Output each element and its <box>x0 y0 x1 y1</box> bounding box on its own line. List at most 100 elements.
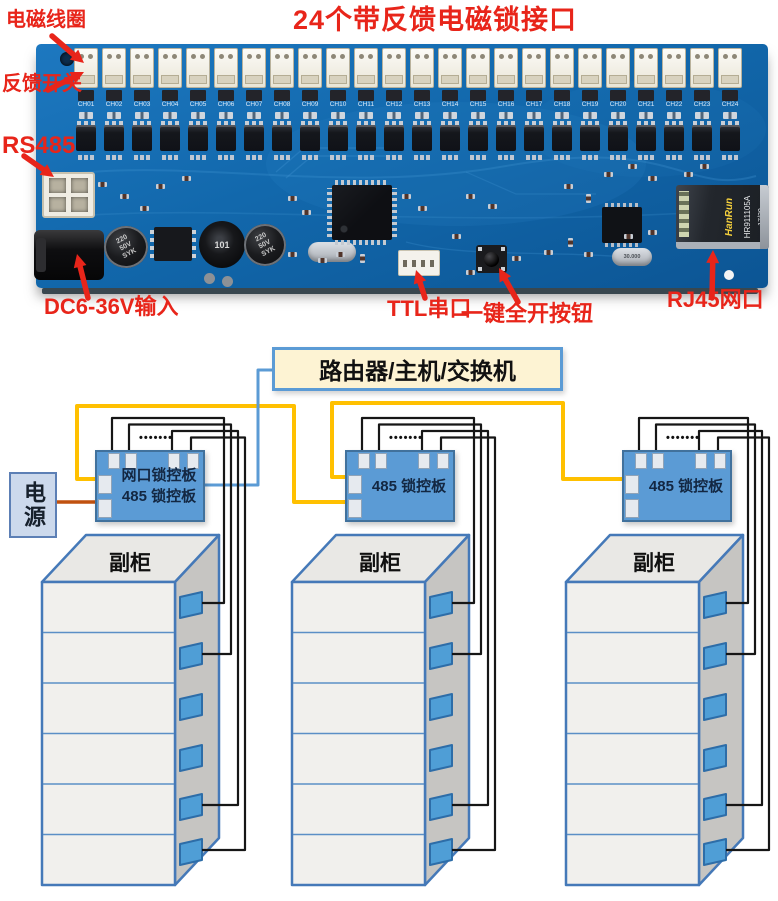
label-ttl-serial: TTL串口 <box>387 296 472 321</box>
smd-resistor <box>288 196 297 201</box>
pad-row <box>666 155 682 160</box>
feedback-part <box>386 90 402 101</box>
smd-resistor <box>604 172 613 177</box>
smd-resistor <box>140 206 149 211</box>
channel-column: CH13 <box>408 44 436 174</box>
lock-square <box>429 693 453 721</box>
all-open-button <box>476 245 507 273</box>
lock-signal-wire <box>439 436 497 852</box>
channel-column: CH24 <box>716 44 744 174</box>
smd-pair <box>163 112 177 119</box>
lock-connector <box>550 48 574 88</box>
rj45-brand-text: HanRun <box>724 197 735 237</box>
smd-resistor <box>648 230 657 235</box>
lock-signal-wire <box>716 436 771 852</box>
smd-pair <box>471 112 485 119</box>
mosfet <box>104 125 124 151</box>
lock-connector <box>522 48 546 88</box>
mosfet <box>692 125 712 151</box>
channel-column: CH10 <box>324 44 352 174</box>
smd-pair <box>107 112 121 119</box>
channel-column: CH07 <box>240 44 268 174</box>
ethernet-transformer <box>602 203 642 247</box>
smd-pair <box>527 112 541 119</box>
pad-row <box>694 155 710 160</box>
ellipsis-dots: ••••••• <box>139 432 173 444</box>
lock-connector <box>634 48 658 88</box>
channel-label: CH05 <box>189 101 207 108</box>
channel-label: CH02 <box>105 101 123 108</box>
mosfet-legs <box>357 121 375 125</box>
mosfet <box>132 125 152 151</box>
feedback-part <box>554 90 570 101</box>
smd-resistor <box>182 176 191 181</box>
feedback-part <box>610 90 626 101</box>
smd-resistor <box>336 252 345 257</box>
smd-resistor <box>318 258 327 263</box>
fiducial-dot <box>724 270 734 280</box>
lock-connector <box>130 48 154 88</box>
pcb-title: 24个带反馈电磁锁接口 <box>292 5 578 35</box>
molex-pin-hole <box>49 197 66 212</box>
channel-column: CH19 <box>576 44 604 174</box>
smd-pair <box>247 112 261 119</box>
mosfet-legs <box>665 121 683 125</box>
rs485-bus-wire-2 <box>330 401 630 481</box>
board-top-connector <box>187 453 199 469</box>
lock-connector <box>606 48 630 88</box>
mosfet <box>552 125 572 151</box>
label-rj45-port: RJ45网口 <box>667 287 764 312</box>
board-side-connector <box>348 475 362 494</box>
ellipsis-dots: ••••••• <box>666 432 700 444</box>
mosfet <box>216 125 236 151</box>
mosfet-legs <box>329 121 347 125</box>
board-side-connector <box>98 475 112 494</box>
smd-resistor <box>544 250 553 255</box>
smd-resistor <box>452 234 461 239</box>
mosfet <box>496 125 516 151</box>
rj45-contacts <box>679 191 689 237</box>
smd-resistor <box>584 252 593 257</box>
crystal-oscillator <box>308 242 356 262</box>
board-label: 485 锁控板 <box>646 452 726 520</box>
lock-connector <box>214 48 238 88</box>
lock-signal-wire <box>189 436 247 852</box>
rj45-jack: HanRun HR911105A 17/20 <box>676 185 769 249</box>
rj45-date-text: 17/20 <box>758 208 765 226</box>
feedback-part <box>442 90 458 101</box>
smd-pair <box>275 112 289 119</box>
channel-label: CH11 <box>357 101 375 108</box>
lock-square <box>703 693 727 721</box>
feedback-part <box>162 90 178 101</box>
mosfet <box>608 125 628 151</box>
pad-row <box>610 155 626 160</box>
channel-column: CH08 <box>268 44 296 174</box>
lock-connector <box>102 48 126 88</box>
smd-pair <box>219 112 233 119</box>
channel-label: CH21 <box>637 101 655 108</box>
smd-pair <box>135 112 149 119</box>
channel-label: CH24 <box>721 101 739 108</box>
channel-label: CH15 <box>469 101 487 108</box>
molex-pin-hole <box>49 178 66 193</box>
channel-column: CH09 <box>296 44 324 174</box>
mosfet-legs <box>609 121 627 125</box>
lock-square <box>703 744 727 772</box>
feedback-part <box>498 90 514 101</box>
mosfet-legs <box>385 121 403 125</box>
lock-square <box>429 591 453 619</box>
mosfet-legs <box>189 121 207 125</box>
mosfet-legs <box>273 121 291 125</box>
channel-label: CH22 <box>665 101 683 108</box>
lock-signal-wire <box>697 429 764 807</box>
channel-column: CH11 <box>352 44 380 174</box>
board-top-connector <box>358 453 370 469</box>
smd-resistor <box>466 194 475 199</box>
feedback-part <box>190 90 206 101</box>
smd-resistor <box>684 172 693 177</box>
board-label-line: 485 锁控板 <box>648 477 724 495</box>
router-box: 路由器/主机/交换机 <box>272 347 563 391</box>
board-top-connector <box>652 453 664 469</box>
